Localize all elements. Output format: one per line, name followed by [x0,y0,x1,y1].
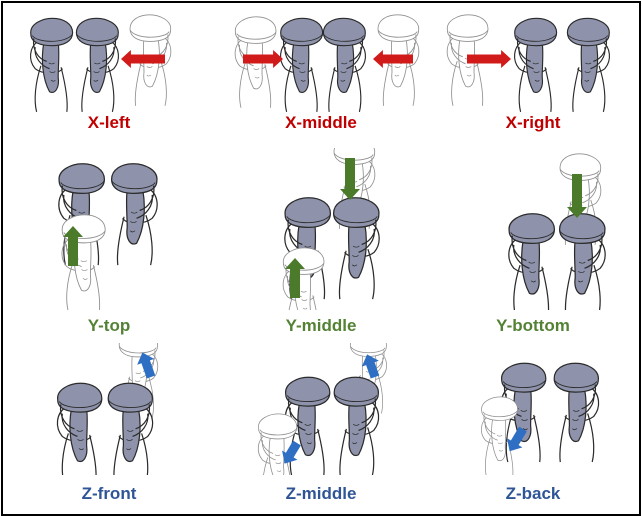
z-back-illustration [427,343,639,475]
panel-label: Y-middle [215,316,427,336]
right-controller [560,214,606,310]
panel-y-top: Y-top [3,148,215,318]
right-controller [108,383,152,475]
right-controller [112,164,158,265]
left-controller [515,18,557,112]
left-controller [31,18,73,112]
panel-label: Z-middle [215,484,427,504]
ghost-controller [481,397,517,475]
right-controller [567,18,609,112]
panel-z-middle: Z-middle [215,343,427,513]
panel-label: Z-front [3,484,215,504]
panel-z-back: Z-back [427,343,639,513]
panel-label: Y-top [3,316,215,336]
y-bottom-illustration [427,148,639,310]
x-middle-illustration [215,3,427,113]
left-controller [57,383,101,475]
x-left-illustration [3,3,215,113]
panel-label: X-right [427,113,639,133]
z-front-illustration [3,343,215,475]
right-controller [554,363,598,462]
y-top-illustration [3,148,215,310]
x-right-illustration [427,3,639,113]
panel-z-front: Z-front [3,343,215,513]
right-controller [334,377,378,475]
panel-label: X-middle [215,113,427,133]
left-controller [281,18,323,112]
left-controller [509,214,555,310]
right-controller [323,18,365,112]
panel-label: X-left [3,113,215,133]
panel-label: Z-back [427,484,639,504]
right-controller [76,18,118,112]
z-middle-illustration [215,343,427,475]
panel-y-middle: Y-middle [215,148,427,318]
panel-y-bottom: Y-bottom [427,148,639,318]
panel-label: Y-bottom [427,316,639,336]
y-middle-illustration [215,148,427,310]
right-controller [334,198,380,299]
